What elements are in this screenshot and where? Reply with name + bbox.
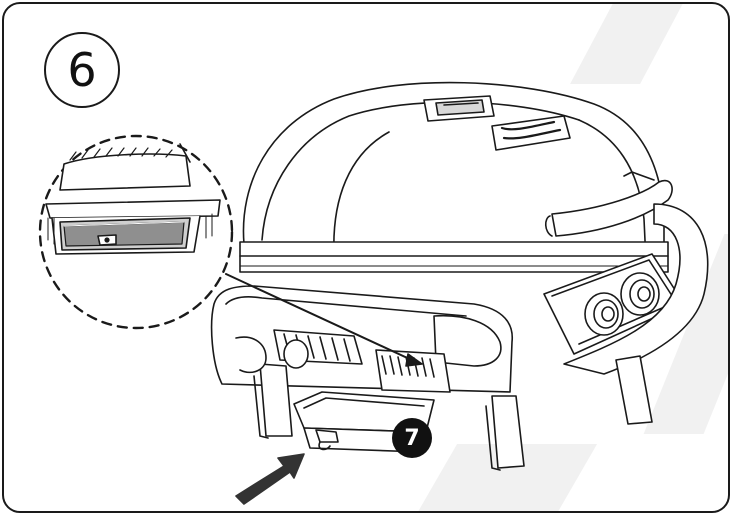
- part-number-badge: 7: [392, 418, 432, 458]
- instruction-frame: 6 7: [2, 2, 730, 513]
- grill-illustration: [38, 81, 709, 505]
- control-knob-right-icon: [620, 272, 660, 316]
- grill-legs: [253, 355, 653, 471]
- step-number-badge: 6: [44, 32, 120, 108]
- step-number: 6: [67, 43, 97, 97]
- control-knob-left-icon: [584, 292, 624, 336]
- lid-handle: [544, 171, 673, 237]
- zoom-pointer-line: [225, 273, 423, 367]
- part-number: 7: [404, 425, 420, 451]
- thermometer-icon: [423, 95, 495, 122]
- brand-plate-icon: [491, 115, 571, 151]
- side-frame-right: [563, 203, 709, 375]
- zoom-detail-illustration: [45, 143, 221, 255]
- insert-arrow-icon: [235, 453, 305, 505]
- base-latch-icon: [235, 336, 309, 374]
- grill-base: [210, 285, 514, 393]
